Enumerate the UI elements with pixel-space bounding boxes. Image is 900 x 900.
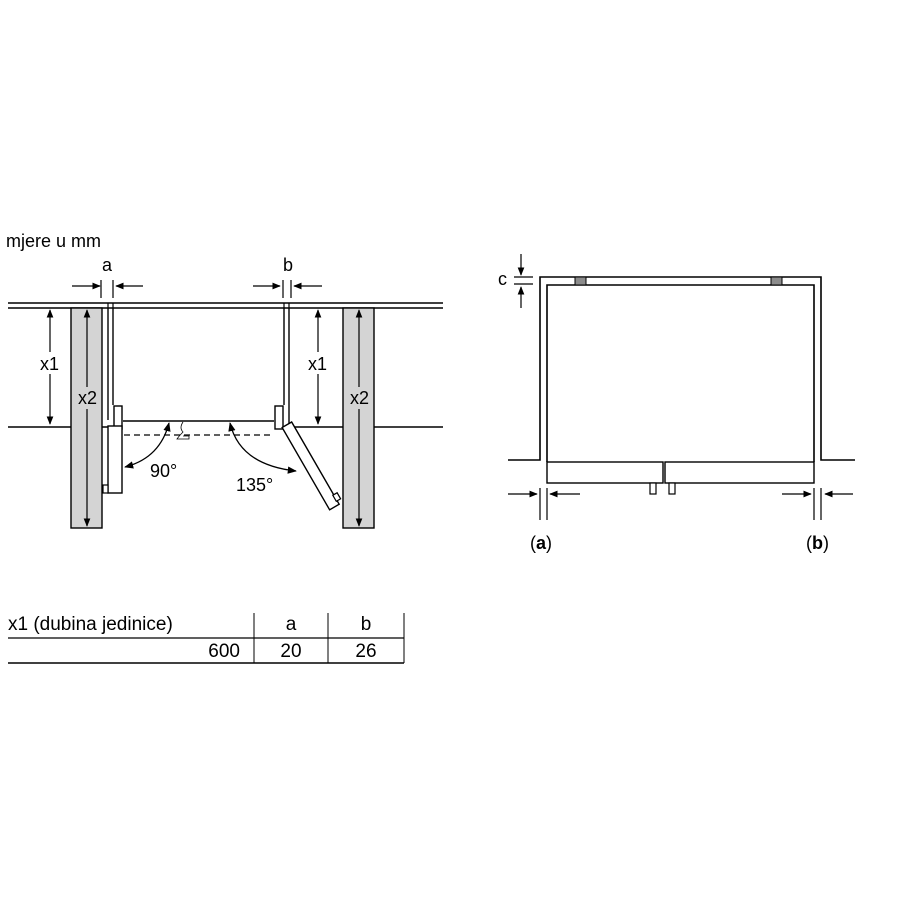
side-gap-a-label: (a) <box>530 533 552 553</box>
angle-135-label: 135° <box>236 475 273 495</box>
right-handle <box>668 482 676 495</box>
left-door-open <box>107 425 123 494</box>
table-cell-x1: 600 <box>208 641 240 662</box>
table-header-x1: x1 (dubina jedinice) <box>8 614 173 635</box>
gap-a-dimension <box>72 280 143 298</box>
dimensions-table: x1 (dubina jedinice) a b 600 20 26 <box>8 613 405 664</box>
top-wall <box>8 302 443 309</box>
side-gap-b-label: (b) <box>806 533 829 553</box>
x1-left-label: x1 <box>40 354 59 374</box>
left-handle <box>649 482 657 495</box>
units-label: mjere u mm <box>6 231 101 251</box>
gap-c-label: c <box>498 269 507 289</box>
table-cell-a: 20 <box>280 641 301 662</box>
table-cell-b: 26 <box>355 641 376 662</box>
left-door-handle <box>102 484 109 494</box>
table-header-a: a <box>286 614 297 635</box>
door-seal-detail <box>176 421 190 440</box>
side-gap-a-dimension <box>508 488 580 520</box>
left-door-front <box>546 461 664 484</box>
gap-b-label: b <box>283 255 293 275</box>
appliance-body <box>107 308 290 427</box>
x2-left-label: x2 <box>78 388 97 408</box>
angle-90-label: 90° <box>150 461 177 481</box>
table-header-b: b <box>361 614 372 635</box>
right-hinge <box>274 405 284 430</box>
x2-right-label: x2 <box>350 388 369 408</box>
right-door-front <box>664 461 815 484</box>
x1-right-label: x1 <box>308 354 327 374</box>
top-hinge-right <box>770 276 783 286</box>
arc-135 <box>228 422 297 474</box>
gap-c-dimension <box>514 254 533 308</box>
right-door-open <box>281 421 342 511</box>
gap-marks <box>107 303 290 308</box>
niche-outline <box>508 276 855 462</box>
gap-a-label: a <box>102 255 113 275</box>
side-gap-b-dimension <box>782 488 853 520</box>
arc-90 <box>124 422 171 469</box>
top-hinge-left <box>574 276 587 286</box>
gap-b-dimension <box>253 280 322 298</box>
